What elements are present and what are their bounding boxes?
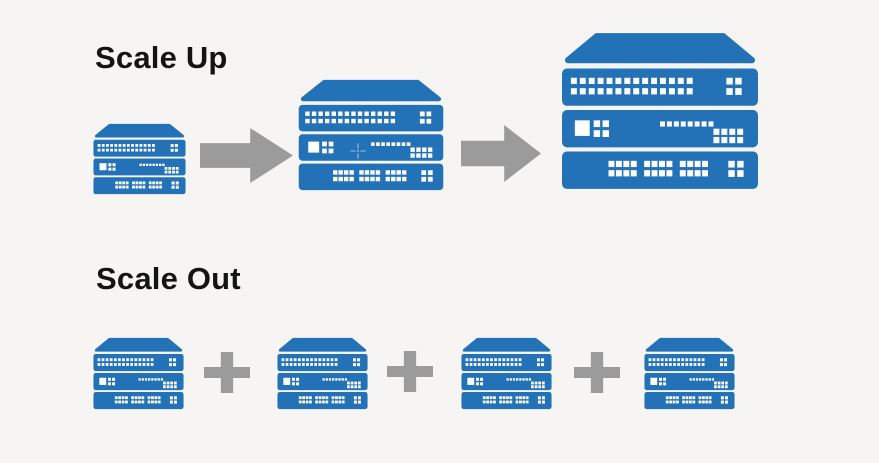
server-stack-small-icon [277,337,368,411]
arrow-right-icon [461,125,541,182]
server-stack-small-icon [461,337,552,411]
server-stack-large-icon [561,29,759,193]
plus-icon [574,352,620,393]
server-stack-small-icon [93,337,184,411]
plus-icon [204,352,250,393]
server-stack-small-icon [644,337,735,411]
server-stack-medium-icon [298,77,444,193]
server-stack-small-icon [93,123,186,196]
crosshair-cursor-icon [349,142,367,160]
arrow-right-icon [200,128,293,183]
scale-out-title: Scale Out [96,261,241,296]
scale-up-title: Scale Up [95,40,228,75]
plus-icon [387,351,433,392]
